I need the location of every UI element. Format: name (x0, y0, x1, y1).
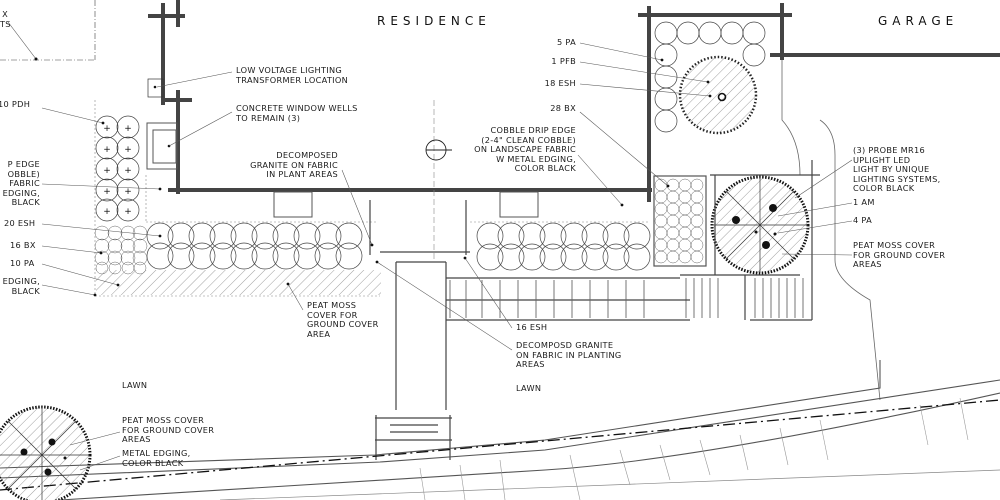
svg-text:+: + (103, 166, 111, 176)
label-dg-planting-areas: DECOMPOSD GRANITE ON FABRIC IN PLANTING … (516, 340, 622, 370)
sidewalk (0, 360, 1000, 500)
label-top-left-partial: X TS (0, 9, 11, 29)
label-4-pa: 4 PA (853, 215, 873, 225)
svg-text:+: + (124, 187, 132, 197)
bx-shrubs-right (654, 178, 704, 264)
label-metal-edging: METAL EDGING, COLOR BLACK (122, 448, 191, 468)
label-16-esh: 16 ESH (516, 322, 548, 332)
window-well-left (146, 122, 178, 170)
label-window-wells: CONCRETE WINDOW WELLS TO REMAIN (3) (236, 103, 358, 123)
planting-bed-boundary (94, 100, 648, 297)
driveway-edge (819, 119, 881, 401)
label-16-bx: 16 BX (10, 240, 36, 250)
svg-text:+: + (103, 187, 111, 197)
label-lawn-left: LAWN (122, 380, 148, 390)
label-peat-moss-right: PEAT MOSS COVER FOR GROUND COVER AREAS (853, 240, 946, 270)
tree-bottom-left (0, 405, 92, 500)
leader-lines (41, 42, 853, 471)
label-peat-moss-bottom: PEAT MOSS COVER FOR GROUND COVER AREAS (122, 415, 215, 445)
svg-text:+: + (103, 145, 111, 155)
label-1-pfb: 1 PFB (551, 56, 576, 66)
am-tree-right (710, 175, 810, 275)
property-line-front (0, 399, 1000, 491)
bx-shrubs-left (94, 225, 148, 275)
pdh-shrubs (95, 115, 140, 222)
label-18-esh: 18 ESH (544, 78, 576, 88)
front-walkway (369, 200, 690, 410)
label-transformer: LOW VOLTAGE LIGHTING TRANSFORMER LOCATIO… (236, 65, 349, 85)
label-20-esh: 20 ESH (4, 218, 36, 228)
label-28-bx: 28 BX (550, 103, 576, 113)
sidewalk-joints (419, 397, 969, 500)
peat-moss-strip (96, 270, 381, 295)
label-dg-plant-areas: DECOMPOSED GRANITE ON FABRIC IN PLANT AR… (250, 150, 338, 180)
right-step-lines (685, 278, 804, 318)
corner-bed-shrubs (654, 21, 766, 133)
label-probe-uplight: (3) PROBE MR16 UPLIGHT LED LIGHT BY UNIQ… (853, 145, 941, 194)
pfb-tree (678, 55, 758, 135)
svg-text:+: + (124, 166, 132, 176)
garage-title: GARAGE (878, 14, 959, 28)
esh-shrubs-right (476, 222, 651, 271)
svg-text:+: + (124, 124, 132, 134)
label-cobble-drip-edge: COBBLE DRIP EDGE (2-4" CLEAN COBBLE) ON … (474, 125, 576, 174)
label-1-am: 1 AM (853, 197, 875, 207)
label-lawn-mid: LAWN (516, 383, 542, 393)
label-drip-edge-left: P EDGE OBBLE) FABRIC EDGING, BLACK (2, 159, 40, 208)
svg-text:+: + (103, 207, 111, 217)
lower-stair (375, 415, 452, 460)
svg-text:+: + (103, 124, 111, 134)
label-10-pdh: 10 PDH (0, 99, 31, 109)
svg-text:+: + (124, 207, 132, 217)
label-5-pa: 5 PA (556, 37, 576, 47)
transformer-box (147, 78, 164, 98)
property-line-topleft (0, 0, 96, 61)
label-peat-moss-mid: PEAT MOSS COVER FOR GROUND COVER AREA (307, 300, 379, 339)
label-edging-left: EDGING, BLACK (2, 276, 40, 296)
esh-shrubs-left (146, 222, 363, 270)
leader-dots (93, 58, 712, 297)
svg-text:+: + (124, 145, 132, 155)
right-pavers (680, 160, 820, 321)
front-step-lines (449, 280, 645, 318)
residence-title: RESIDENCE (377, 14, 491, 28)
window-wells-front (273, 191, 539, 218)
label-10-pa: 10 PA (10, 258, 35, 268)
